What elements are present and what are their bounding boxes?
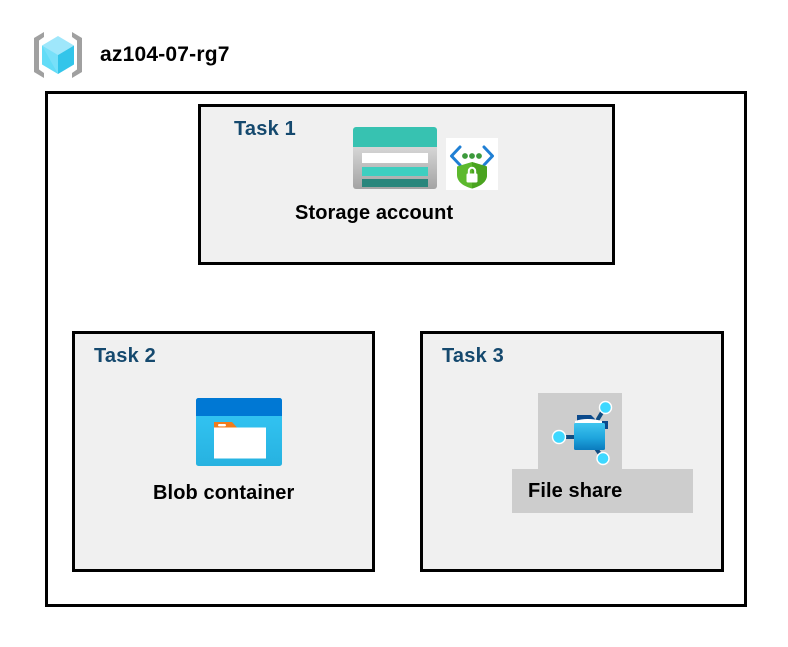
storage-account-icon [351,125,439,191]
blob-container-caption: Blob container [153,482,295,504]
panel-task-2[interactable]: Task 2 Blob container [72,331,375,572]
task-1-label: Task 1 [234,118,296,140]
file-share-caption-selection-highlight [512,469,693,513]
blob-container-icon [194,396,284,468]
task-2-label: Task 2 [94,345,156,367]
file-share-icon [547,397,619,469]
panel-task-1[interactable]: Task 1 [198,104,615,265]
resource-group-name: az104-07-rg7 [100,43,230,66]
file-share-caption: File share [528,480,623,502]
azure-resource-group-icon [34,32,82,78]
storage-account-caption: Storage account [295,202,454,224]
secure-connection-shield-icon [446,138,498,190]
resource-group-header: az104-07-rg7 [30,26,350,84]
task-3-label: Task 3 [442,345,504,367]
panel-task-3[interactable]: Task 3 [420,331,724,572]
